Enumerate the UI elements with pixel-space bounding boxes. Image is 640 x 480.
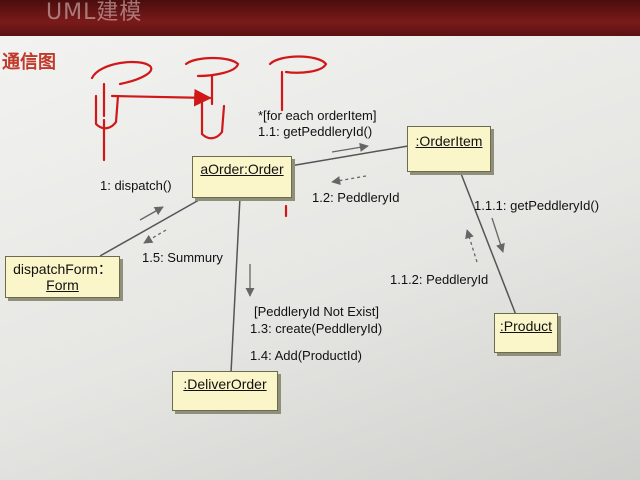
object-dispatchform-label-1: dispatchForm： — [13, 261, 112, 277]
message-1-3: 1.3: create(PeddleryId) — [250, 321, 383, 336]
link-order-deliverorder — [230, 196, 241, 374]
message-1-1-2: 1.1.2: PeddleryId — [390, 272, 489, 287]
message-1-1: 1.1: getPeddleryId() — [258, 124, 373, 139]
arrow-1-5 — [143, 229, 167, 244]
link-order-dispatchform — [99, 195, 207, 257]
object-dispatchform-label-2: Form — [46, 277, 79, 293]
message-1-4: 1.4: Add(ProductId) — [250, 348, 363, 363]
object-orderitem-label: :OrderItem — [415, 133, 483, 149]
object-aorder: aOrder:Order — [192, 156, 292, 198]
arrow-1 — [139, 206, 164, 221]
object-product: :Product — [494, 313, 558, 353]
object-deliverorder-label: :DeliverOrder — [183, 376, 267, 392]
arrow-1-1-2 — [465, 229, 478, 263]
object-dispatchform: dispatchForm： Form — [5, 256, 120, 298]
link-orderitem-product — [459, 170, 517, 316]
object-aorder-label: aOrder:Order — [200, 161, 284, 177]
message-1-2: 1.2: PeddleryId — [312, 190, 400, 205]
object-deliverorder: :DeliverOrder — [172, 371, 278, 411]
slide-title-bar: UML建模 — [0, 0, 640, 36]
message-1-1-guard: *[for each orderItem] — [258, 108, 377, 123]
arrow-1-2 — [331, 175, 367, 186]
link-order-orderitem — [289, 145, 409, 167]
message-1-3-guard: [PeddleryId Not Exist] — [254, 304, 379, 319]
message-1-5: 1.5: Summury — [142, 250, 223, 265]
arrow-1-1-1 — [491, 217, 505, 253]
slide-title: UML建模 — [46, 0, 143, 25]
object-orderitem: :OrderItem — [407, 126, 491, 172]
message-1-1-1: 1.1.1: getPeddleryId() — [474, 198, 600, 213]
arrow-1-1 — [331, 142, 369, 153]
message-1: 1: dispatch() — [100, 178, 172, 193]
object-product-label: :Product — [499, 318, 553, 334]
diagram-heading: 通信图 — [2, 52, 56, 73]
